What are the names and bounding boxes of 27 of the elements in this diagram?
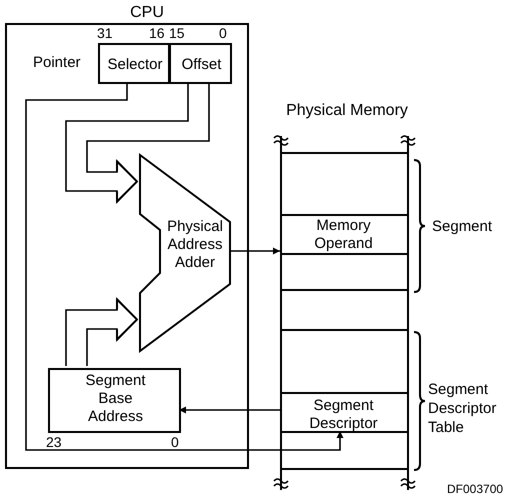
block-label: Memory Operand	[313, 217, 374, 253]
memory-row	[280, 392, 409, 433]
field-label: Pointer	[33, 53, 81, 72]
bit-number: 0	[219, 25, 227, 41]
block-label: Physical Address Adder	[166, 218, 224, 272]
block-label: Segment Descriptor	[308, 397, 379, 433]
memory-row	[280, 214, 409, 255]
block-label: Selector	[106, 56, 164, 74]
range-label: Segment	[432, 217, 492, 236]
bit-number: 16	[149, 25, 165, 41]
register-box	[48, 368, 181, 433]
arrow	[229, 248, 280, 254]
block-label: Offset	[180, 56, 222, 74]
figure-id: DF003700	[447, 481, 504, 496]
arrow	[25, 82, 344, 451]
adder-block	[139, 154, 231, 352]
column-heading: Physical Memory	[285, 102, 409, 120]
selector-field	[98, 43, 170, 84]
bit-number: 15	[169, 25, 185, 41]
bit-number: 31	[97, 25, 113, 41]
bit-number: 23	[46, 434, 62, 450]
offset-field	[169, 43, 232, 84]
block-label: Segment Base Address	[84, 372, 147, 426]
arrow	[179, 406, 280, 414]
bit-number: 0	[171, 434, 179, 450]
range-label: Segment Descriptor Table	[428, 380, 498, 437]
block-heading: CPU	[129, 4, 165, 22]
